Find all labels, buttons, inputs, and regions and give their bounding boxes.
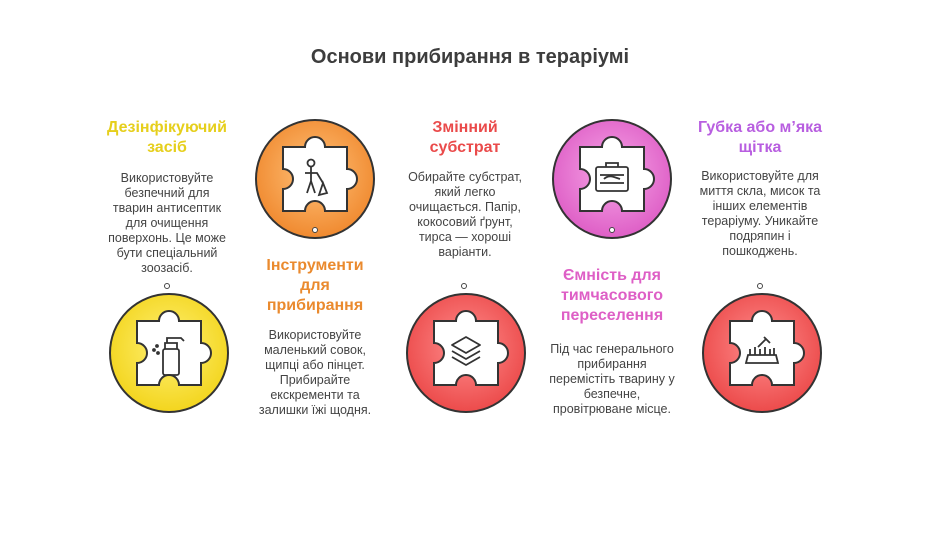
heading-line: для bbox=[300, 277, 330, 294]
heading-line: Губка або м’яка bbox=[697, 119, 823, 136]
desc-line: тварин антисептик bbox=[112, 201, 222, 215]
item-desc-sponge: Використовуйте для миття скла, мисок та … bbox=[682, 169, 838, 259]
desc-line: миття скла, мисок та bbox=[699, 184, 821, 198]
desc-line: безпечне, bbox=[583, 387, 641, 401]
item-heading-container: Ємність для тимчасового переселення bbox=[535, 266, 689, 326]
desc-line: зоозасіб. bbox=[141, 261, 193, 275]
puzzle-piece-substrate bbox=[404, 291, 528, 415]
puzzle-piece-tools bbox=[253, 117, 377, 241]
desc-line: прибирання bbox=[577, 357, 647, 371]
desc-line: кокосовий ґрунт, bbox=[417, 215, 513, 229]
item-desc-disinfectant: Використовуйте безпечний для тварин анти… bbox=[92, 171, 242, 276]
item-heading-disinfectant: Дезінфікуючий засіб bbox=[94, 118, 240, 158]
desc-line: Під час генерального bbox=[550, 342, 674, 356]
puzzle-piece-container bbox=[550, 117, 674, 241]
item-desc-substrate: Обирайте субстрат, який легко очищається… bbox=[390, 170, 540, 260]
desc-line: який легко bbox=[434, 185, 496, 199]
desc-line: безпечний для bbox=[124, 186, 210, 200]
desc-line: Прибирайте bbox=[279, 373, 351, 387]
item-desc-container: Під час генерального прибирання переміст… bbox=[532, 342, 692, 417]
item-heading-tools: Інструменти для прибирання bbox=[238, 256, 392, 316]
desc-line: варіанти. bbox=[438, 245, 492, 259]
desc-line: провітрюване місце. bbox=[553, 402, 671, 416]
item-desc-tools: Використовуйте маленький совок, щипці аб… bbox=[238, 328, 392, 418]
desc-line: щипці або пінцет. bbox=[265, 358, 365, 372]
heading-line: Ємність для bbox=[563, 267, 661, 284]
desc-line: Використовуйте bbox=[268, 328, 362, 342]
desc-line: перемістіть тварину у bbox=[549, 372, 675, 386]
heading-line: засіб bbox=[147, 139, 187, 156]
desc-line: очищається. Папір, bbox=[409, 200, 521, 214]
connector-dot bbox=[609, 227, 615, 233]
puzzle-piece-sponge bbox=[700, 291, 824, 415]
desc-line: маленький совок, bbox=[264, 343, 366, 357]
heading-line: Дезінфікуючий bbox=[107, 119, 227, 136]
brush-icon bbox=[744, 336, 780, 364]
connector-dot bbox=[461, 283, 467, 289]
desc-line: тераріуму. Уникайте bbox=[701, 214, 819, 228]
desc-line: для очищення bbox=[125, 216, 209, 230]
heading-line: щітка bbox=[738, 139, 782, 156]
heading-line: Інструменти bbox=[266, 257, 364, 274]
heading-line: субстрат bbox=[429, 139, 501, 156]
item-heading-sponge: Губка або м’яка щітка bbox=[680, 118, 840, 158]
heading-line: тимчасового bbox=[561, 287, 663, 304]
heading-line: Змінний bbox=[432, 119, 498, 136]
connector-dot bbox=[757, 283, 763, 289]
desc-line: залишки їжі щодня. bbox=[258, 403, 372, 417]
desc-line: екскременти та bbox=[270, 388, 360, 402]
connector-dot bbox=[312, 227, 318, 233]
desc-line: поверхонь. Це може bbox=[108, 231, 226, 245]
heading-line: прибирання bbox=[266, 297, 364, 314]
connector-dot bbox=[164, 283, 170, 289]
desc-line: Використовуйте для bbox=[701, 169, 819, 183]
desc-line: бути спеціальний bbox=[116, 246, 218, 260]
pet-carrier-icon bbox=[595, 162, 629, 192]
desc-line: пошкоджень. bbox=[722, 244, 798, 258]
desc-line: тирса — хороші bbox=[418, 230, 512, 244]
diagram-title: Основи прибирання в тераріумі bbox=[310, 46, 630, 68]
desc-line: Обирайте субстрат, bbox=[408, 170, 522, 184]
cleaning-person-icon bbox=[305, 158, 329, 197]
desc-line: подряпин і bbox=[729, 229, 791, 243]
layers-icon bbox=[451, 336, 481, 366]
desc-line: інших елементів bbox=[712, 199, 808, 213]
item-heading-substrate: Змінний субстрат bbox=[392, 118, 538, 158]
heading-line: переселення bbox=[560, 307, 664, 324]
puzzle-piece-disinfectant bbox=[107, 291, 231, 415]
spray-bottle-icon bbox=[152, 337, 185, 376]
desc-line: Використовуйте bbox=[120, 171, 214, 185]
